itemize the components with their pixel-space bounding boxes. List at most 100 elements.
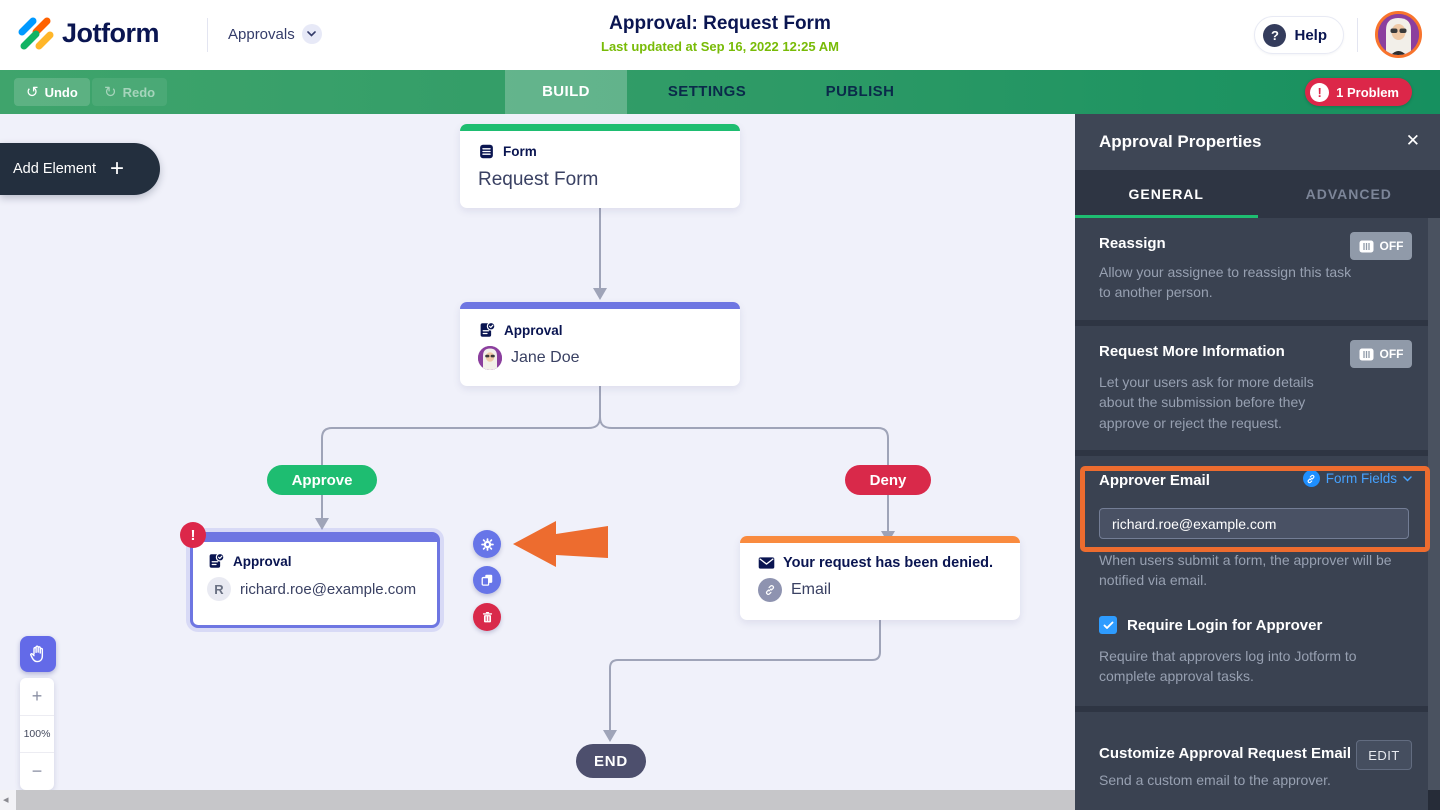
close-icon[interactable]: ✕ [1405,131,1420,151]
edit-email-button[interactable]: EDIT [1356,740,1412,770]
form-node-type-label: Form [503,144,537,159]
jotform-logo-icon[interactable] [16,15,56,55]
header-divider [1357,18,1358,52]
approver-email-description: When users submit a form, the approver w… [1099,552,1392,589]
assignee-avatar [478,346,502,370]
chevron-down-icon [1403,475,1412,482]
toggle-icon [1359,348,1373,360]
chevron-down-icon [301,24,322,44]
approve-branch-pill[interactable]: Approve [267,465,377,495]
last-updated-text: Last updated at Sep 16, 2022 12:25 AM [601,39,839,54]
header-divider [207,18,208,52]
warning-badge-icon[interactable]: ! [180,522,206,548]
approval-stamp-icon [480,321,496,337]
approvals-dropdown[interactable]: Approvals [228,24,322,44]
section-customize-email: Customize Approval Request Email EDIT Se… [1075,712,1428,810]
help-button[interactable]: ? Help [1254,16,1344,54]
redo-button[interactable]: ↻ Redo [92,78,168,106]
zoom-out-button[interactable]: − [20,752,54,790]
undo-button[interactable]: ↺ Undo [14,78,90,106]
page-title: Approval: Request Form [609,13,831,34]
zoom-in-button[interactable]: + [31,685,43,706]
tab-advanced[interactable]: ADVANCED [1305,186,1392,202]
rmi-title: Request More Information [1099,343,1285,360]
approval-node-type-label: Approval [233,553,292,569]
flow-canvas[interactable]: Add Element + Form Request Form [0,114,1075,810]
envelope-icon [758,557,775,569]
approval-node-type-label: Approval [504,322,563,338]
node-settings-button[interactable] [473,530,501,558]
rmi-toggle[interactable]: OFF [1350,340,1412,368]
section-request-more-info: Request More Information OFF Let your us… [1075,326,1428,450]
rmi-description: Let your users ask for more details abou… [1099,374,1314,431]
checkbox-checked-icon[interactable] [1099,616,1117,634]
require-login-description: Require that approvers log into Jotform … [1099,648,1357,685]
node-duplicate-button[interactable] [473,566,501,594]
email-node[interactable]: Your request has been denied. Email [740,536,1020,620]
plus-icon: + [110,155,125,182]
redo-icon: ↻ [104,83,117,101]
approver-email-input[interactable] [1099,508,1409,539]
tab-publish[interactable]: PUBLISH [825,83,895,100]
help-icon: ? [1263,23,1287,47]
node-delete-button[interactable] [473,603,501,631]
assignee-initial-avatar: R [207,577,231,601]
tab-general[interactable]: GENERAL [1075,170,1258,218]
tab-build[interactable]: BUILD [505,70,627,114]
end-node[interactable]: END [576,744,646,778]
panel-title: Approval Properties [1099,132,1262,151]
hand-icon [30,645,44,663]
customize-email-title: Customize Approval Request Email [1099,745,1351,762]
zoom-controls: + 100% − [20,678,54,790]
require-login-checkbox-row[interactable]: Require Login for Approver [1099,616,1322,634]
form-icon [480,144,493,159]
email-node-title: Your request has been denied. [783,555,994,571]
form-fields-dropdown[interactable]: Form Fields [1302,470,1412,487]
panel-header: Approval Properties ✕ [1075,114,1440,170]
link-icon [758,578,782,602]
pan-hand-tool-button[interactable] [20,636,56,672]
add-element-button[interactable]: Add Element + [0,143,160,195]
horizontal-scrollbar-thumb[interactable] [16,790,1075,810]
brand-wordmark[interactable]: Jotform [62,18,160,48]
tab-settings[interactable]: SETTINGS [667,83,747,100]
avatar[interactable] [1375,11,1422,58]
builder-toolbar: ↺ Undo ↻ Redo BUILD SETTINGS PUBLISH ! 1… [0,70,1440,114]
approval-node-jane[interactable]: Approval Jane Doe [460,302,740,386]
approval-node-richard-selected[interactable]: ! Approval R richard.roe@example.com [180,522,440,628]
reassign-description: Allow your assignee to reassign this tas… [1099,264,1352,301]
approval-node-bar [460,302,740,309]
require-login-label: Require Login for Approver [1127,616,1323,634]
approval-properties-panel: Approval Properties ✕ GENERAL ADVANCED R… [1075,114,1440,810]
section-reassign: Reassign OFF Allow your assignee to reas… [1075,218,1428,320]
assignee-email: richard.roe@example.com [240,580,417,598]
deny-branch-pill[interactable]: Deny [845,465,931,495]
approver-email-title: Approver Email [1099,472,1210,489]
trash-icon [482,611,492,622]
form-node-title: Request Form [478,169,599,190]
form-node[interactable]: Form Request Form [460,124,740,208]
flow-connectors [315,206,895,742]
scroll-left-icon[interactable]: ◂ [3,793,9,806]
form-node-bar [460,124,740,131]
panel-tabs: GENERAL ADVANCED [1075,170,1440,218]
toggle-icon [1359,240,1373,252]
email-node-channel: Email [791,581,832,598]
form-fields-label: Form Fields [1325,471,1397,486]
horizontal-scrollbar[interactable]: ◂ [0,790,1075,810]
approval-stamp-icon [209,552,225,568]
link-icon [1302,470,1320,487]
customize-email-description: Send a custom email to the approver. [1099,772,1331,788]
problem-badge[interactable]: ! 1 Problem [1305,78,1412,106]
undo-icon: ↺ [26,83,39,101]
email-node-bar [740,536,1020,543]
assignee-name: Jane Doe [511,349,580,366]
duplicate-icon [481,574,493,586]
problem-icon: ! [1310,82,1330,102]
section-approver-email: Approver Email Form Fields When users su… [1075,456,1428,706]
zoom-level[interactable]: 100% [20,714,54,753]
reassign-toggle[interactable]: OFF [1350,232,1412,260]
scrollbar-corner [1428,790,1440,810]
panel-scrollbar-track[interactable] [1428,218,1440,790]
app-header: Jotform Approvals Approval: Request Form… [0,0,1440,70]
